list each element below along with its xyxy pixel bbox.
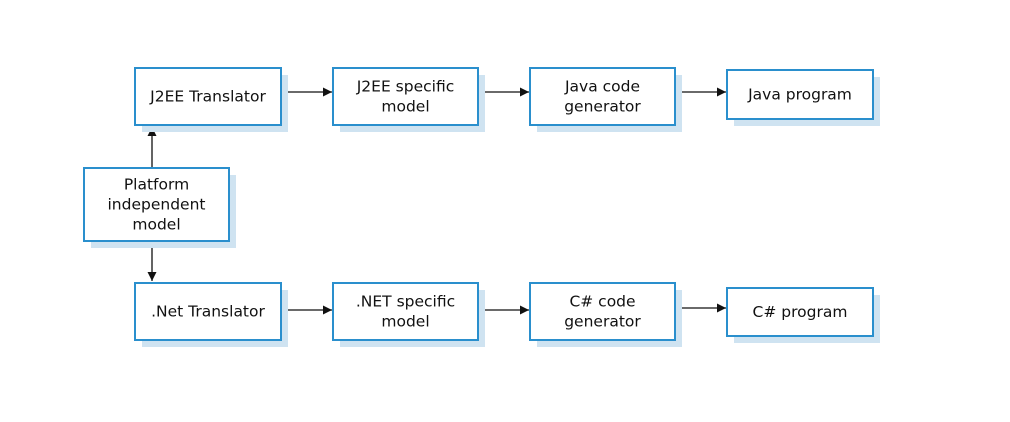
node-box [134, 67, 282, 126]
node-label: .NET specific [356, 293, 455, 311]
node-pim: Platform independent model [83, 167, 236, 248]
node-j2ee-model: J2EE specific model [332, 67, 485, 132]
node-label: generator [564, 313, 641, 331]
node-box [726, 69, 874, 120]
node-net-translator: .Net Translator [134, 282, 288, 347]
node-java-gen: Java code generator [529, 67, 682, 132]
node-label: J2EE specific [356, 78, 455, 96]
node-box [529, 282, 676, 341]
node-j2ee-translator: J2EE Translator [134, 67, 288, 132]
node-cs-prog: C# program [726, 287, 880, 343]
node-label: .Net Translator [151, 303, 265, 321]
node-label: model [132, 216, 180, 234]
node-label: model [381, 98, 429, 116]
node-cs-gen: C# code generator [529, 282, 682, 347]
nodes-layer: Platform independent model J2EE Translator J… [83, 67, 880, 347]
node-box [726, 287, 874, 337]
node-java-prog: Java program [726, 69, 880, 126]
node-label: C# code [569, 293, 635, 311]
node-label: Platform [124, 176, 189, 194]
node-box [529, 67, 676, 126]
node-label: Java code [564, 78, 640, 96]
node-box [332, 67, 479, 126]
node-box [332, 282, 479, 341]
node-label: model [381, 313, 429, 331]
node-box [134, 282, 282, 341]
node-label: J2EE Translator [149, 88, 266, 106]
node-label: generator [564, 98, 641, 116]
node-label: independent [108, 196, 206, 214]
node-box [83, 167, 230, 242]
node-label: C# program [753, 303, 848, 321]
node-net-model: .NET specific model [332, 282, 485, 347]
node-label: Java program [747, 86, 852, 104]
